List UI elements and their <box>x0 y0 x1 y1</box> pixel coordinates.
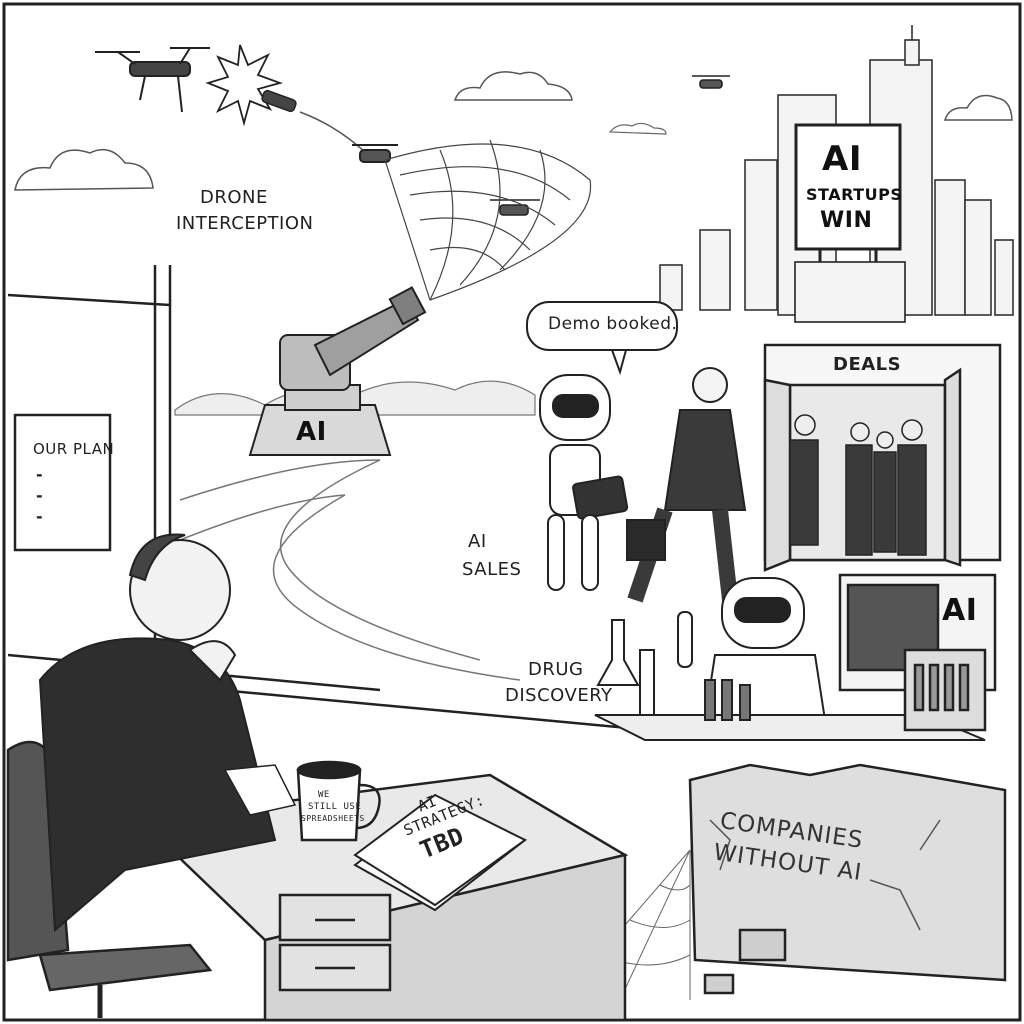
mug-line1: WE <box>318 790 330 800</box>
deals-sign: DEALS <box>833 354 902 375</box>
winding-road <box>179 459 481 661</box>
desk-papers <box>223 764 297 816</box>
billboard-line3: WIN <box>820 208 873 233</box>
billboard <box>794 123 906 323</box>
strategy-memo <box>353 793 527 912</box>
deal-people <box>789 414 927 556</box>
cloud-left <box>14 148 154 191</box>
winding-road-edge <box>179 494 521 681</box>
lab-computer <box>838 573 997 732</box>
mug-line3: SPREADSHEETS <box>301 814 365 823</box>
plan-board <box>13 413 112 552</box>
missile <box>261 89 371 158</box>
drone-caption-line1: DRONE <box>200 187 268 208</box>
cloud-center <box>453 71 573 101</box>
crumbling-wall <box>588 763 1007 995</box>
lab-robot <box>677 577 827 721</box>
sales-caption-line2: SALES <box>462 559 522 580</box>
cloud-right <box>944 94 1013 121</box>
speech-bubble-text: Demo booked. <box>548 314 678 334</box>
cloud-small <box>608 122 667 135</box>
billboard-line2: STARTUPS <box>806 185 903 204</box>
sales-caption-line1: AI <box>468 531 487 552</box>
sales-robot <box>539 374 629 591</box>
drug-caption-line2: DISCOVERY <box>505 685 613 706</box>
lab-bench <box>594 619 986 741</box>
billboard-line1: AI <box>822 139 862 179</box>
plan-board-title: OUR PLAN <box>33 440 115 458</box>
drone-exploding <box>95 47 210 113</box>
speech-bubble <box>526 301 678 376</box>
capture-net <box>384 139 592 301</box>
plan-item-2: - <box>36 486 44 505</box>
drug-caption-line1: DRUG <box>528 659 584 680</box>
cannon-label: AI <box>296 417 327 447</box>
drone-far <box>692 75 730 89</box>
plan-item-1: - <box>36 465 44 484</box>
monitor-label: AI <box>942 593 978 628</box>
coffee-mug <box>296 760 381 842</box>
interceptor-cannon <box>248 286 427 456</box>
businessman-walking <box>626 367 747 603</box>
drone-net <box>352 144 398 163</box>
drone-captured <box>490 199 540 216</box>
plan-item-3: - <box>36 507 44 526</box>
explosion-burst <box>205 44 283 127</box>
mug-line2: STILL USE <box>308 802 362 812</box>
drone-caption-line2: INTERCEPTION <box>176 213 314 234</box>
businessman-thinking <box>38 533 277 933</box>
